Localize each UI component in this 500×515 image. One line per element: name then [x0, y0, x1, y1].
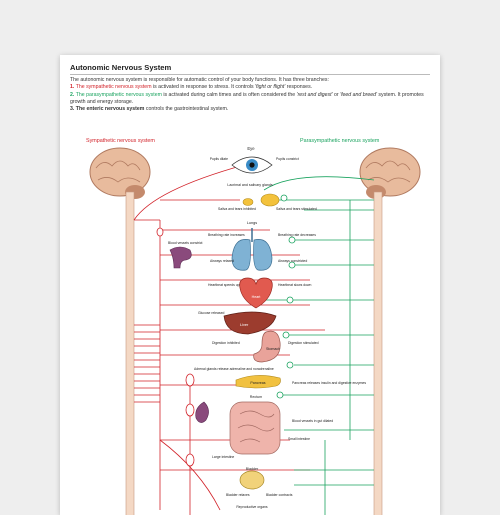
- left-brain: [89, 147, 151, 199]
- bladder-icon: [239, 470, 265, 490]
- branch-1-number: 1.: [70, 84, 75, 91]
- label-heartbeat-slows-down: Heartbeat slows down: [278, 283, 311, 287]
- label-pupils-dilate: Pupils dilate: [210, 157, 228, 161]
- sympathetic-header: Sympathetic nervous system: [86, 138, 155, 144]
- branch-2-tail: system. It promotes growth and energy st…: [70, 91, 424, 105]
- label-bladder: Bladder: [246, 467, 259, 471]
- label-airways-constricted: Airways constricted: [278, 259, 307, 263]
- label-eye: Eye: [247, 146, 255, 151]
- nervous-system-diagram: Eye Lacrimal and salivary glands Lungs H…: [89, 146, 421, 515]
- branch-1-name: The sympathetic nervous system: [75, 84, 152, 91]
- right-spinal-cord: [373, 191, 383, 515]
- label-blood-vessels-constrict: Blood vessels constrict: [168, 241, 203, 245]
- adrenal-kidney-icon: [195, 401, 209, 423]
- label-bladder-contracts: Bladder contracts: [266, 493, 293, 497]
- branch-1-tail: responses.: [285, 84, 313, 91]
- label-lacrimal: Lacrimal and salivary glands: [227, 183, 273, 187]
- branch-2-emphasis-2: 'feed and breed': [340, 91, 377, 98]
- heart-icon: [239, 277, 273, 309]
- label-breathing-decreases: Breathing rate decreases: [278, 233, 316, 237]
- label-saliva-stimulated: Saliva and tears stimulated: [276, 207, 317, 211]
- title-divider: [70, 74, 430, 75]
- label-liver: Liver: [240, 323, 249, 327]
- sympathetic-ganglia: [156, 227, 195, 467]
- label-lungs: Lungs: [247, 221, 257, 225]
- label-bladder-relaxes: Bladder relaxes: [226, 493, 250, 497]
- eye-icon: [231, 156, 273, 174]
- label-digestion-stimulated: Digestion stimulated: [288, 341, 319, 345]
- intro-text: The autonomic nervous system is responsi…: [70, 77, 329, 83]
- label-pancreas-releases: Pancreas releases insulin and digestive …: [292, 381, 366, 385]
- branch-3-number: 3.: [70, 106, 75, 113]
- label-airways-relaxed: Airways relaxed: [210, 259, 234, 263]
- label-blood-vessels-gut-dilated: Blood vessels in gut dilated: [292, 419, 333, 423]
- label-stomach: Stomach: [266, 347, 280, 351]
- liver-icon: [223, 311, 277, 335]
- intestines-icon: [229, 401, 281, 455]
- branch-3-tail: controls the gastrointestinal system.: [144, 106, 229, 113]
- branch-2-mid: or: [332, 91, 341, 98]
- pancreas-icon: [235, 375, 281, 389]
- parasympathetic-header: Parasympathetic nervous system: [300, 138, 380, 144]
- worksheet-page: Autonomic Nervous System The autonomic n…: [60, 55, 440, 515]
- branch-2-name: The parasympathetic nervous system: [75, 91, 162, 98]
- label-small-intestine: Small intestine: [288, 437, 310, 441]
- branch-1-emphasis: 'fight or flight': [255, 84, 286, 91]
- label-heartbeat-speeds-up: Heartbeat speeds up: [208, 283, 240, 287]
- branch-2-number: 2.: [70, 91, 75, 98]
- page-title: Autonomic Nervous System: [70, 63, 172, 72]
- left-spinal-cord: [125, 191, 135, 515]
- parasympathetic-effect-labels: Pupils constrict Saliva and tears stimul…: [266, 157, 366, 497]
- label-reproductive: Reproductive organs: [236, 505, 268, 509]
- sympathetic-effect-labels: Pupils dilate Saliva and tears inhibited…: [168, 157, 274, 497]
- label-large-intestine: Large intestine: [212, 455, 234, 459]
- salivary-gland-icon: [242, 193, 280, 207]
- label-pupils-constrict: Pupils constrict: [276, 157, 299, 161]
- branch-2-text: is activated during calm times and is of…: [161, 91, 297, 98]
- branch-3-name: The enteric nervous system: [75, 106, 145, 113]
- intro-paragraph: The autonomic nervous system is responsi…: [70, 77, 430, 113]
- label-adrenal-glands: Adrenal glands release adrenaline and no…: [194, 367, 274, 371]
- stomach-icon: [253, 330, 281, 363]
- branch-1-text: is activated in response to stress. It c…: [151, 84, 256, 91]
- label-rectum: Rectum: [250, 395, 262, 399]
- blood-vessel-organ-icon: [169, 246, 192, 269]
- label-heart: Heart: [252, 295, 261, 299]
- label-digestion-inhibited: Digestion inhibited: [212, 341, 240, 345]
- right-brain: [359, 147, 421, 199]
- branch-2-emphasis-1: 'rest and digest': [296, 91, 333, 98]
- label-pancreas: Pancreas: [250, 381, 265, 385]
- label-saliva-inhibited: Saliva and tears inhibited: [218, 207, 256, 211]
- parasympathetic-ganglia: [276, 194, 296, 399]
- label-breathing-increases: Breathing rate increases: [208, 233, 245, 237]
- sympathetic-nerves: [133, 164, 325, 515]
- label-glucose-released: Glucose released: [198, 311, 225, 315]
- lungs-icon: [231, 228, 273, 271]
